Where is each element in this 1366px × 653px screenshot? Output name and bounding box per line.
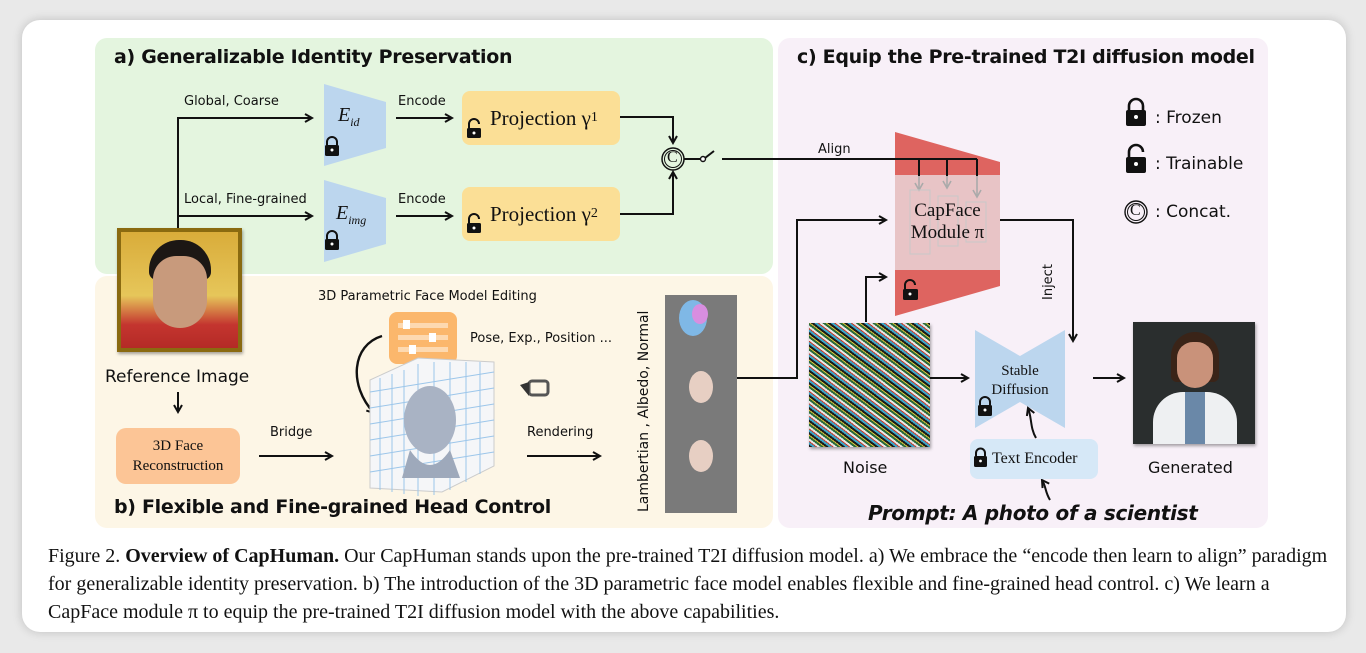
lock-icon-trainable — [903, 279, 918, 300]
face-reconstruction-box: 3D Face Reconstruction — [116, 428, 240, 484]
text-encoder-box: Text Encoder — [970, 439, 1098, 479]
legend-concat-symbol: C — [1130, 202, 1141, 219]
caption-bold: Overview of CapHuman. — [125, 545, 340, 567]
reference-image-label: Reference Image — [105, 367, 250, 387]
prompt-text: Prompt: A photo of a scientist — [868, 501, 1198, 525]
branch-local-label: Local, Fine-grained — [184, 192, 307, 207]
generated-image — [1133, 322, 1255, 444]
lock-icon-frozen — [325, 136, 339, 156]
encode-label-1: Encode — [398, 94, 446, 109]
3d-head — [404, 386, 456, 454]
noise-label: Noise — [843, 458, 888, 477]
editing-params-label: Pose, Exp., Position ... — [470, 331, 613, 346]
caption-text: Our CapHuman stands upon the pre-trained… — [48, 545, 1328, 623]
stable-diffusion-shape — [975, 330, 1065, 428]
legend-trainable: : Trainable — [1155, 154, 1244, 174]
branch-global-label: Global, Coarse — [184, 94, 279, 109]
legend-frozen: : Frozen — [1155, 108, 1222, 128]
editing-label: 3D Parametric Face Model Editing — [318, 289, 537, 304]
reference-image — [117, 228, 242, 352]
encoder-id-label: Eid — [338, 104, 360, 129]
concat-symbol: C — [667, 149, 678, 166]
caption-prefix: Figure 2. — [48, 545, 121, 567]
panel-c-title: c) Equip the Pre-trained T2I diffusion m… — [797, 46, 1255, 68]
figure-caption: Figure 2. Overview of CapHuman. Our CapH… — [48, 542, 1338, 626]
switch-icon — [699, 155, 707, 163]
noise-image — [809, 323, 930, 447]
panel-a-title: a) Generalizable Identity Preservation — [114, 46, 513, 68]
legend-concat: : Concat. — [1155, 202, 1232, 222]
encoder-img-label: Eimg — [336, 202, 367, 227]
encoder-img-shape — [324, 180, 386, 262]
lock-icon-trainable — [467, 118, 481, 138]
encoder-id-shape — [324, 84, 386, 166]
legend-trainable-icon — [1126, 143, 1146, 173]
camera-icon — [520, 379, 550, 397]
lock-icon-frozen — [974, 447, 987, 467]
lock-icon-frozen — [325, 230, 339, 250]
lock-icon-trainable — [467, 213, 481, 233]
panel-b-title: b) Flexible and Fine-grained Head Contro… — [114, 496, 552, 518]
rendering-label: Rendering — [527, 425, 594, 440]
bridge-label: Bridge — [270, 425, 313, 440]
legend-concat-icon — [1124, 200, 1148, 224]
generated-label: Generated — [1148, 458, 1233, 477]
align-label: Align — [818, 142, 851, 157]
legend-frozen-icon — [1126, 97, 1146, 126]
lock-icon-frozen — [978, 396, 992, 416]
encode-label-2: Encode — [398, 192, 446, 207]
